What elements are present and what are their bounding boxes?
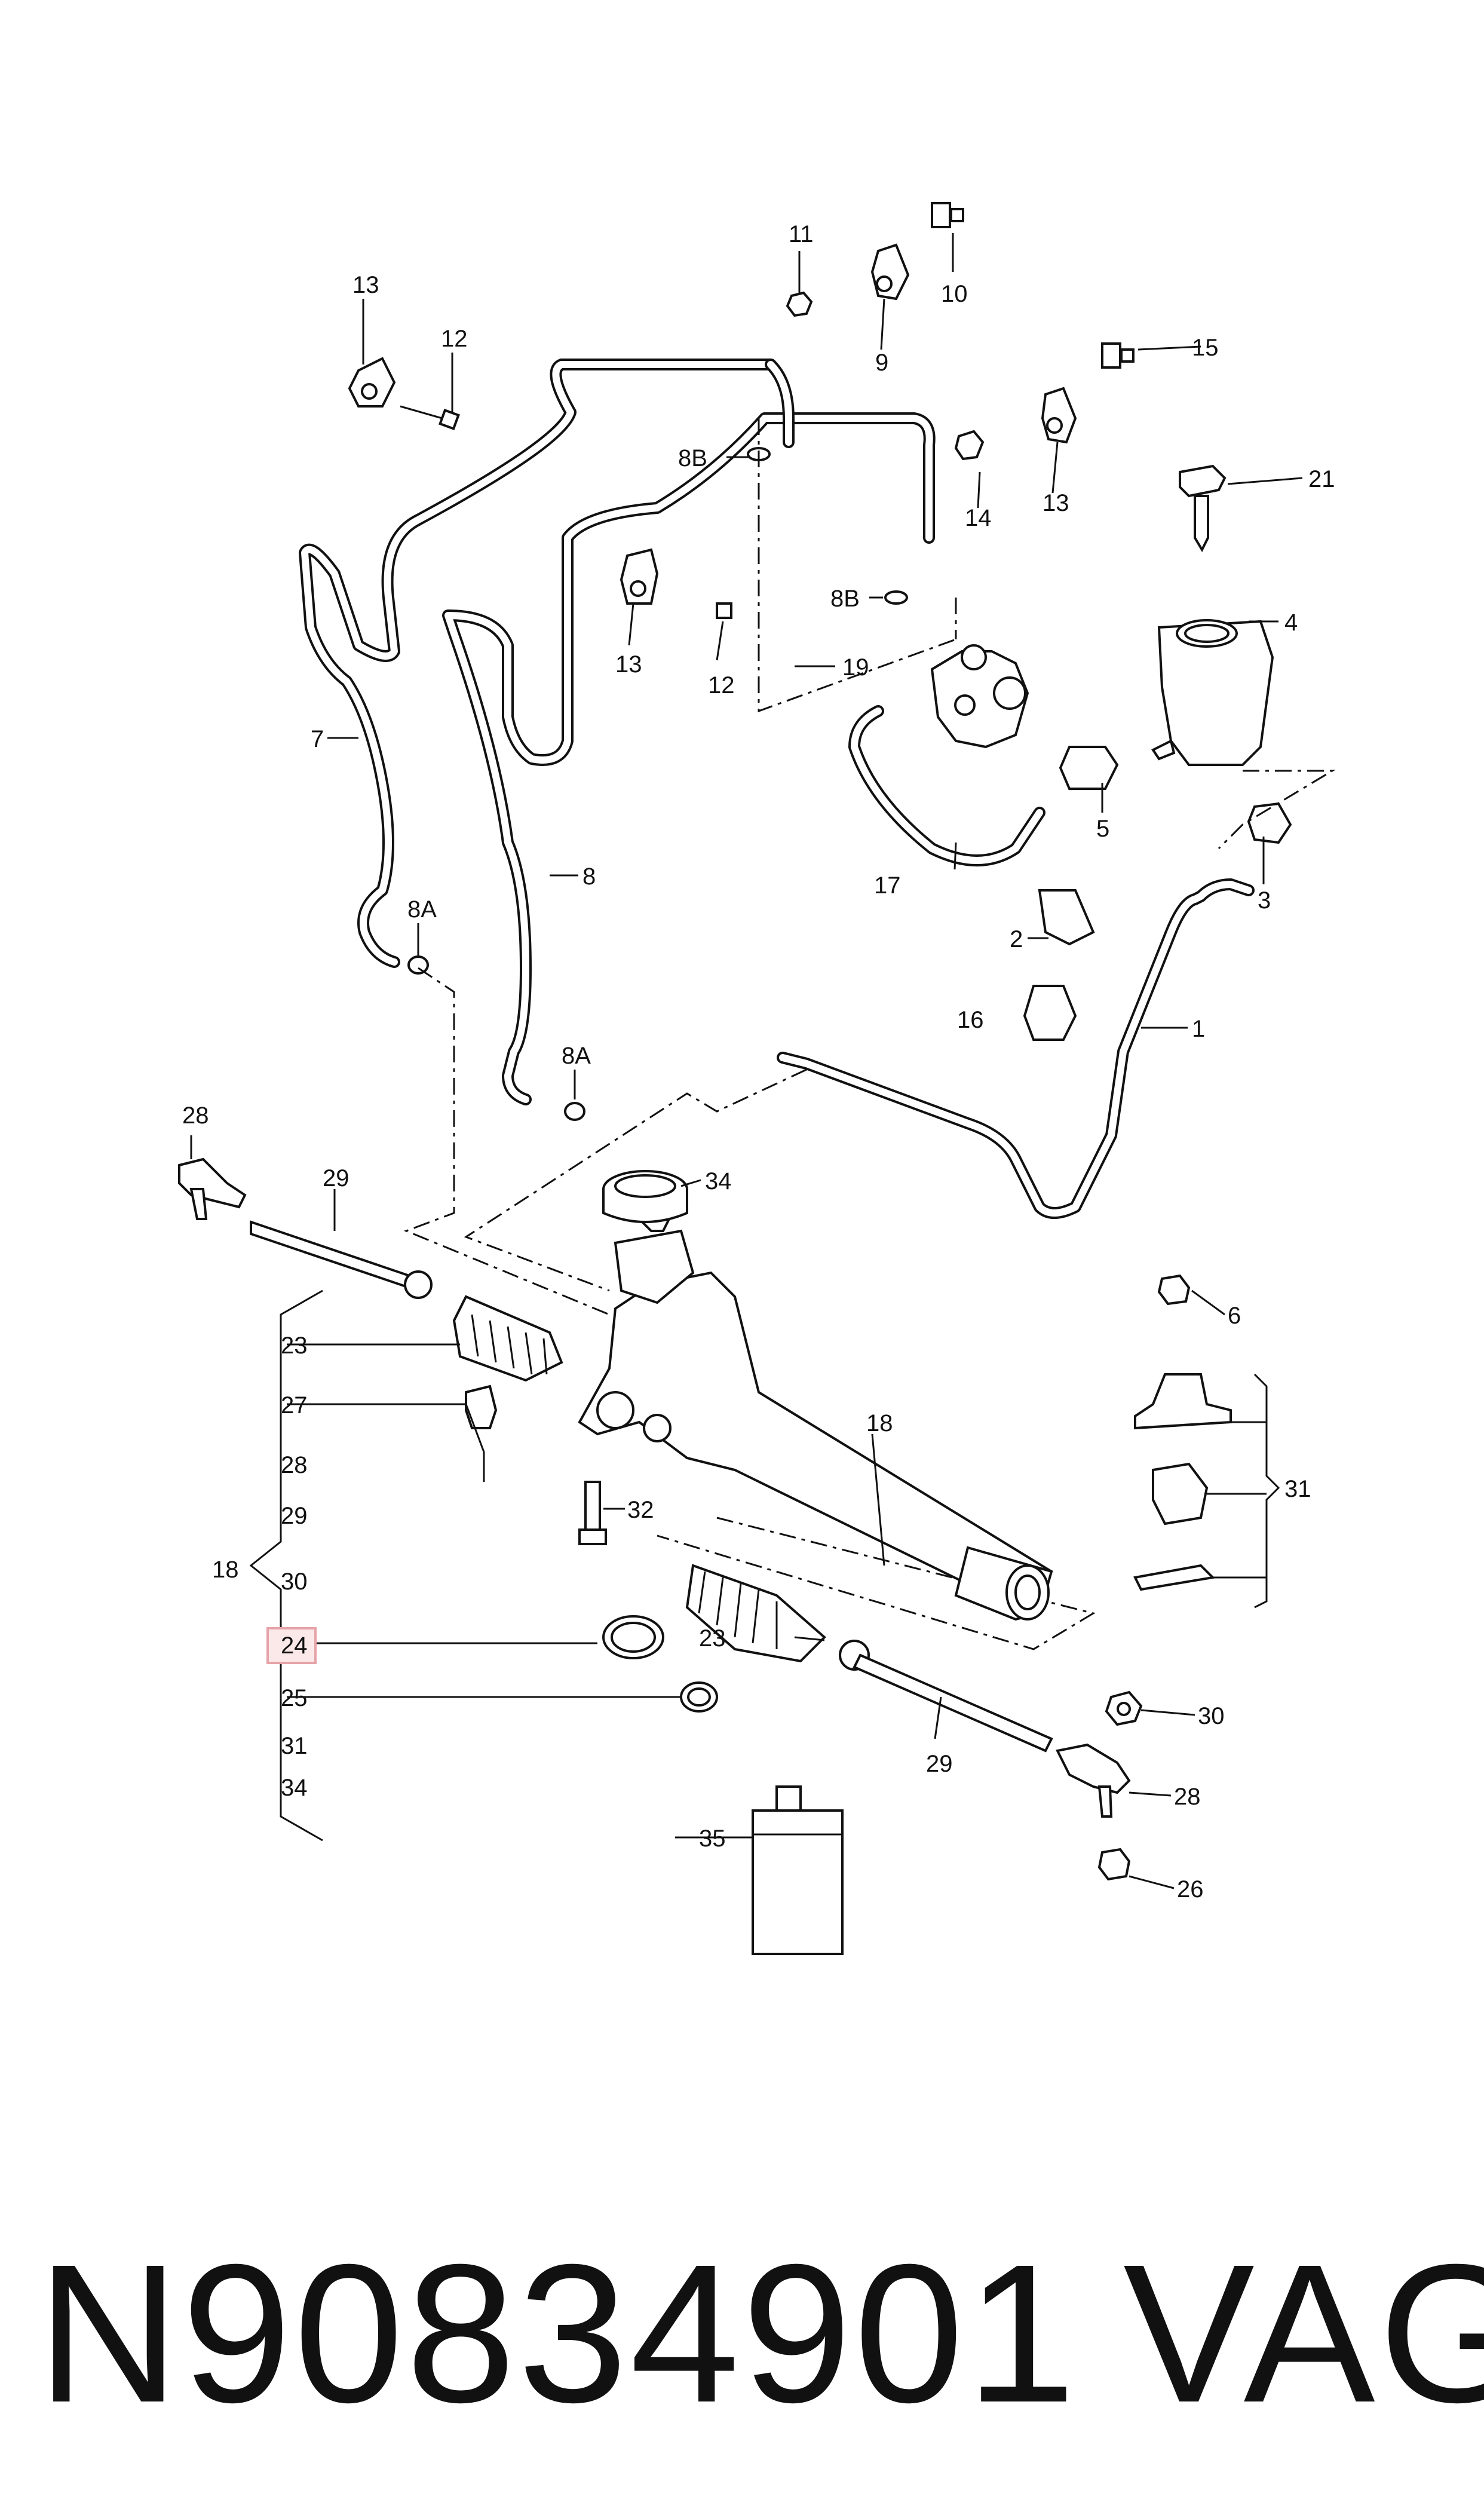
fluid-reservoir: [1151, 619, 1274, 766]
callout-21: 21: [1308, 466, 1335, 492]
callout-31-list: 31: [281, 1733, 308, 1759]
callout-13-top: 13: [352, 272, 379, 298]
part-number: N90834901: [37, 2223, 1078, 2443]
callout-24-highlight: [266, 1627, 317, 1664]
callout-29-left: 29: [323, 1165, 349, 1191]
mounting-bracket-31: [1133, 1373, 1232, 1591]
callout-8: 8: [582, 863, 596, 890]
steering-rack-exploded-view: 1 2 3 4 5 6 7 8 8A 8A 8B 8B 9 10 11 12 1…: [178, 202, 1336, 1955]
callout-32: 32: [627, 1497, 654, 1523]
clamp-16: [1023, 985, 1077, 1041]
callout-24: 24: [281, 1632, 308, 1659]
callout-25: 25: [281, 1685, 308, 1711]
callout-7: 7: [311, 726, 324, 752]
bolt-15: [1101, 342, 1135, 369]
callout-34-list: 34: [281, 1775, 308, 1801]
callout-19: 19: [842, 654, 869, 681]
callout-10: 10: [941, 281, 968, 307]
guide-lines: [403, 418, 1336, 1650]
bracket-13-top: [348, 357, 396, 408]
callout-18-rack: 18: [866, 1410, 893, 1436]
callout-13-mid: 13: [615, 651, 642, 678]
nut-14: [954, 430, 985, 461]
bracket-13-mid: [620, 548, 659, 605]
callout-30-right: 30: [1198, 1703, 1225, 1729]
leader-lines: [190, 233, 1303, 1889]
callout-18-bracket: 18: [212, 1557, 239, 1583]
callout-11: 11: [789, 221, 814, 247]
clamp-3: [1247, 802, 1292, 844]
seal-8A-mid: [564, 1102, 585, 1121]
brand-name: VAG: [1123, 2223, 1484, 2443]
callout-34-top: 34: [705, 1168, 732, 1194]
reservoir-cap: [1179, 464, 1227, 553]
callout-30-list: 30: [281, 1569, 308, 1595]
callout-29-list: 29: [281, 1503, 308, 1529]
callout-15: 15: [1192, 335, 1219, 361]
tie-rod-right: [839, 1640, 1053, 1753]
clamp-24: [602, 1615, 664, 1659]
bolt-10: [931, 202, 964, 228]
power-steering-pump: [930, 644, 1029, 749]
callout-12-top: 12: [441, 326, 468, 352]
callout-13-right: 13: [1043, 490, 1069, 516]
boot-right: [685, 1564, 826, 1663]
callout-4: 4: [1284, 609, 1298, 636]
nut-6: [1157, 1274, 1191, 1306]
callout-29-right: 29: [926, 1751, 953, 1777]
callout-2: 2: [1010, 926, 1023, 952]
bolt-32: [578, 1481, 607, 1545]
callout-26: 26: [1177, 1876, 1204, 1903]
hose-17: [848, 705, 1045, 866]
callout-8A-left: 8A: [407, 896, 437, 923]
tie-rod-end-right: [1056, 1743, 1131, 1818]
callout-27: 27: [281, 1392, 308, 1419]
callout-8A-mid: 8A: [562, 1043, 591, 1069]
callout-8B-mid: 8B: [830, 586, 860, 612]
callout-14: 14: [965, 505, 992, 531]
seal-8A-left: [407, 955, 429, 975]
bolt-12-mid: [716, 602, 732, 619]
callout-9: 9: [875, 350, 888, 376]
callout-3: 3: [1258, 887, 1271, 914]
seal-8B-mid: [884, 590, 908, 605]
callout-5: 5: [1096, 816, 1109, 842]
bracket-13-right: [1041, 387, 1077, 444]
callout-28-left: 28: [182, 1102, 209, 1129]
callout-16: 16: [957, 1007, 984, 1033]
callout-28-right: 28: [1174, 1784, 1201, 1810]
callout-6: 6: [1228, 1303, 1241, 1329]
callout-17: 17: [874, 872, 901, 899]
callout-1: 1: [1192, 1016, 1205, 1042]
nut-30: [1105, 1690, 1143, 1726]
callout-23-left: 23: [281, 1332, 308, 1359]
nut-26: [1097, 1848, 1131, 1881]
clamp-2: [1038, 889, 1095, 946]
steering-rack: [578, 1194, 1053, 1621]
callout-28-list: 28: [281, 1452, 308, 1478]
pressure-hose-8: [442, 412, 936, 1105]
clamp-25: [680, 1681, 718, 1713]
callout-labels: 1 2 3 4 5 6 7 8 8A 8A 8B 8B 9 10 11 12 1…: [182, 221, 1335, 1903]
cap-27: [465, 1384, 498, 1429]
fluid-can-35: [752, 1785, 844, 1955]
hose-7: [299, 359, 795, 968]
boot-left: [452, 1295, 563, 1382]
callout-31-bracket: 31: [1284, 1476, 1311, 1502]
nut-11: [786, 291, 813, 317]
bolt-12-top: [400, 405, 460, 430]
callout-12-mid: 12: [708, 672, 735, 699]
callout-35: 35: [699, 1825, 726, 1852]
callout-8B-top: 8B: [678, 445, 707, 471]
bracket-9: [870, 243, 910, 301]
tie-rod-end-left: [178, 1157, 247, 1220]
pipe-1: [777, 878, 1255, 1219]
clamp-5: [1059, 746, 1119, 790]
callout-23-right: 23: [699, 1625, 726, 1652]
boot-34: [602, 1170, 688, 1223]
tie-rod-left: [250, 1220, 433, 1299]
